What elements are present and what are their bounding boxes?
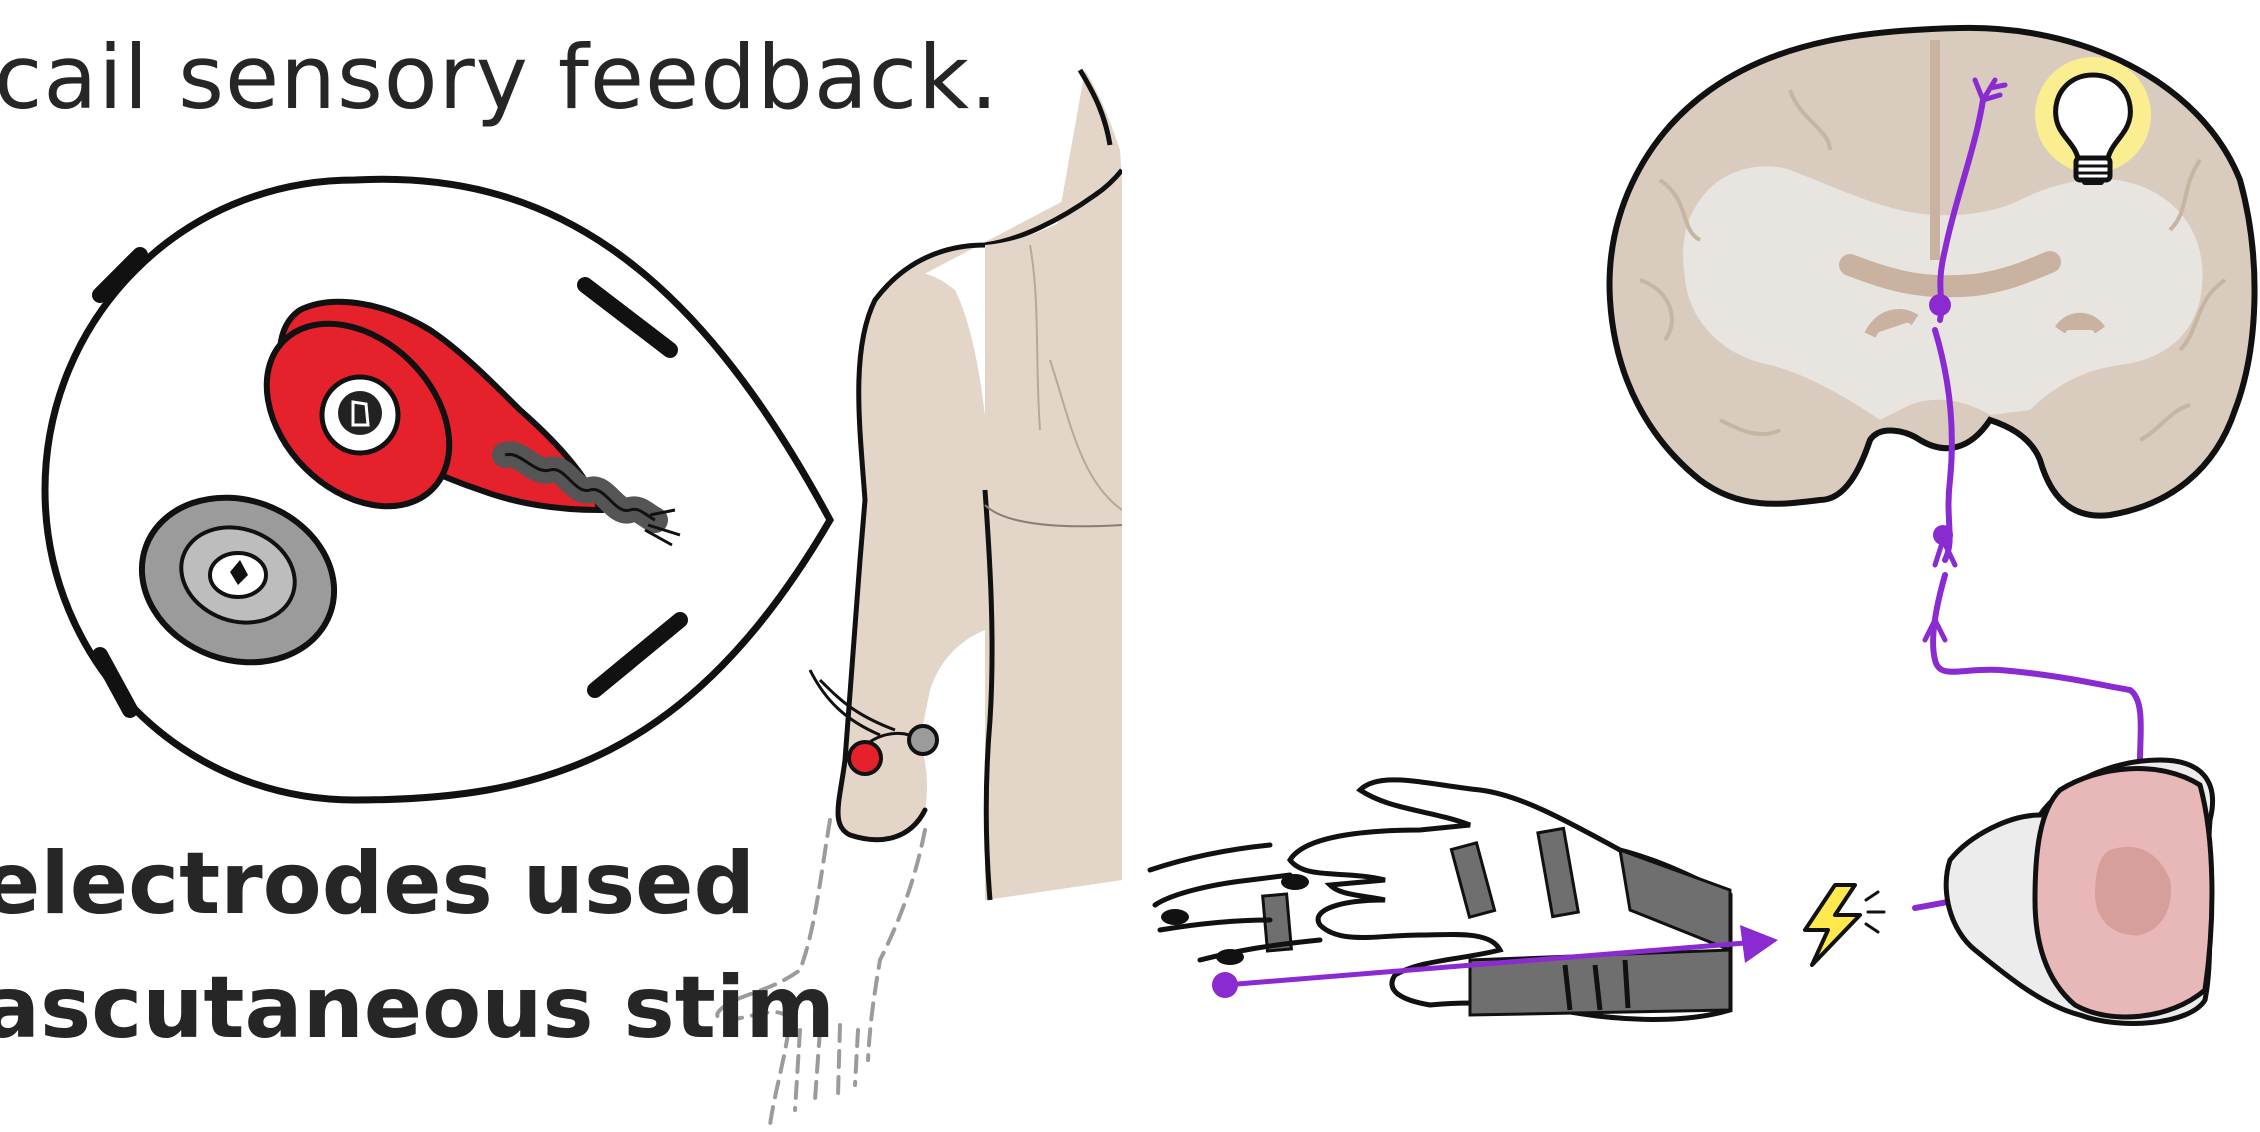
caption-bottom-line2: ascutaneous stim	[0, 958, 835, 1058]
brain-coronal-section	[1610, 28, 2255, 516]
caption-top: cail sensory feedback.	[0, 26, 999, 129]
electrode-callout	[45, 179, 830, 800]
arm-figure	[838, 70, 1122, 900]
caption-bottom-line1: electrodes used	[0, 834, 755, 934]
